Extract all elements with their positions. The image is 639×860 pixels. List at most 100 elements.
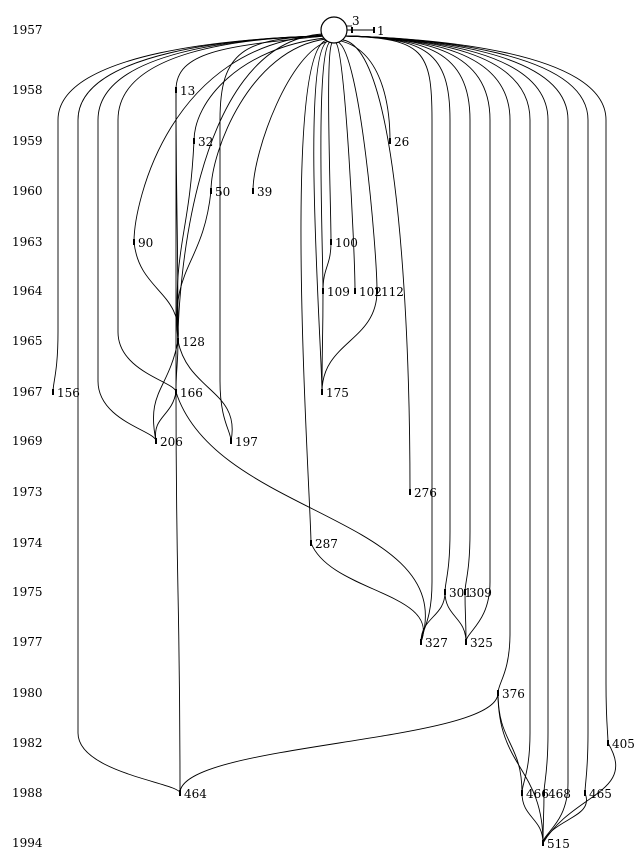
edge-309-325 xyxy=(464,591,467,643)
year-label-1974: 1974 xyxy=(12,536,43,550)
edge-wide-301 xyxy=(344,35,451,593)
node-label-156: 156 xyxy=(57,386,80,400)
node-label-1: 1 xyxy=(377,24,385,38)
edge-wide-166 xyxy=(117,35,323,393)
node-marker-166 xyxy=(175,389,177,395)
node-marker-206 xyxy=(155,438,157,444)
edge-root-109 xyxy=(320,41,331,292)
year-label-1975: 1975 xyxy=(12,585,43,599)
node-label-466: 466 xyxy=(526,787,549,801)
year-label-1994: 1994 xyxy=(12,836,43,850)
node-marker-32 xyxy=(193,138,195,144)
year-label-1963: 1963 xyxy=(12,235,43,249)
edge-301-327 xyxy=(420,591,446,643)
node-marker-405 xyxy=(607,740,609,746)
edge-466-515 xyxy=(521,792,544,844)
edge-root-13 xyxy=(175,35,325,91)
edge-50-128 xyxy=(176,190,212,342)
node-marker-156 xyxy=(52,389,54,395)
node-marker-90 xyxy=(133,239,135,245)
edge-166-464 xyxy=(175,391,181,794)
year-label-1964: 1964 xyxy=(12,284,43,298)
node-label-376: 376 xyxy=(502,687,525,701)
edge-wide-197 xyxy=(219,35,325,442)
node-label-109: 109 xyxy=(327,285,350,299)
edge-376-466 xyxy=(497,692,523,794)
node-label-276: 276 xyxy=(414,486,437,500)
year-label-1959: 1959 xyxy=(12,134,43,148)
node-marker-3 xyxy=(351,27,353,33)
edge-root-50 xyxy=(210,38,327,192)
edge-32-128 xyxy=(176,140,195,342)
edge-90-128 xyxy=(133,241,179,342)
node-label-32: 32 xyxy=(198,135,213,149)
year-label-1960: 1960 xyxy=(12,184,43,198)
edge-root-26 xyxy=(340,40,391,142)
node-label-102: 102 xyxy=(359,285,382,299)
year-label-1967: 1967 xyxy=(12,385,43,399)
edge-root-100 xyxy=(328,42,333,243)
node-label-287: 287 xyxy=(315,537,338,551)
node-label-112: 112 xyxy=(381,285,404,299)
node-label-327: 327 xyxy=(425,636,448,650)
edge-wide-465 xyxy=(345,35,589,794)
edge-root-175 xyxy=(313,40,329,393)
node-marker-327 xyxy=(420,639,422,645)
year-label-1969: 1969 xyxy=(12,434,43,448)
edge-100-109 xyxy=(322,241,332,292)
year-label-1980: 1980 xyxy=(12,686,43,700)
edge-wide-325 xyxy=(345,35,491,643)
node-marker-112 xyxy=(376,288,378,294)
edge-468-515 xyxy=(542,792,545,844)
node-marker-13 xyxy=(175,87,177,93)
edge-wide-405 xyxy=(346,35,609,744)
node-marker-100 xyxy=(330,239,332,245)
node-marker-376 xyxy=(497,690,499,696)
node-label-90: 90 xyxy=(138,236,153,250)
year-label-1988: 1988 xyxy=(12,786,43,800)
node-label-39: 39 xyxy=(257,185,272,199)
edge-wide-309 xyxy=(344,35,471,593)
year-label-1977: 1977 xyxy=(12,635,43,649)
node-marker-1 xyxy=(373,27,375,33)
edge-128-206 xyxy=(153,340,179,442)
node-label-405: 405 xyxy=(612,737,635,751)
edges-group xyxy=(52,25,616,844)
node-marker-464 xyxy=(179,790,181,796)
node-marker-128 xyxy=(177,338,179,344)
edge-wide-464 xyxy=(77,35,323,794)
node-label-468: 468 xyxy=(548,787,571,801)
year-label-1973: 1973 xyxy=(12,485,43,499)
edge-wide-468 xyxy=(345,35,549,794)
node-marker-276 xyxy=(409,489,411,495)
node-label-128: 128 xyxy=(182,335,205,349)
node-marker-50 xyxy=(210,188,212,194)
edge-464-376 xyxy=(179,692,499,794)
edge-root-112 xyxy=(337,41,378,292)
edge-root-276 xyxy=(342,39,411,493)
node-marker-287 xyxy=(310,540,312,546)
node-label-197: 197 xyxy=(235,435,258,449)
edge-109-175 xyxy=(321,290,324,393)
node-label-301: 301 xyxy=(449,586,472,600)
edge-root-128 xyxy=(177,33,323,342)
node-label-309: 309 xyxy=(469,586,492,600)
node-marker-515 xyxy=(542,840,544,846)
node-marker-309 xyxy=(464,589,466,595)
edge-root-102 xyxy=(335,42,356,292)
edge-wide-515 xyxy=(345,35,569,844)
node-label-166: 166 xyxy=(180,386,203,400)
node-marker-102 xyxy=(354,288,356,294)
node-marker-466 xyxy=(521,790,523,796)
edge-287-327 xyxy=(310,542,424,643)
edge-root-90 xyxy=(133,34,324,243)
edge-405-515 xyxy=(542,742,616,844)
root-node xyxy=(320,16,348,44)
node-label-465: 465 xyxy=(589,787,612,801)
edge-root-32 xyxy=(193,37,326,142)
node-label-100: 100 xyxy=(335,236,358,250)
node-marker-465 xyxy=(584,790,586,796)
edge-root-39 xyxy=(252,40,330,192)
